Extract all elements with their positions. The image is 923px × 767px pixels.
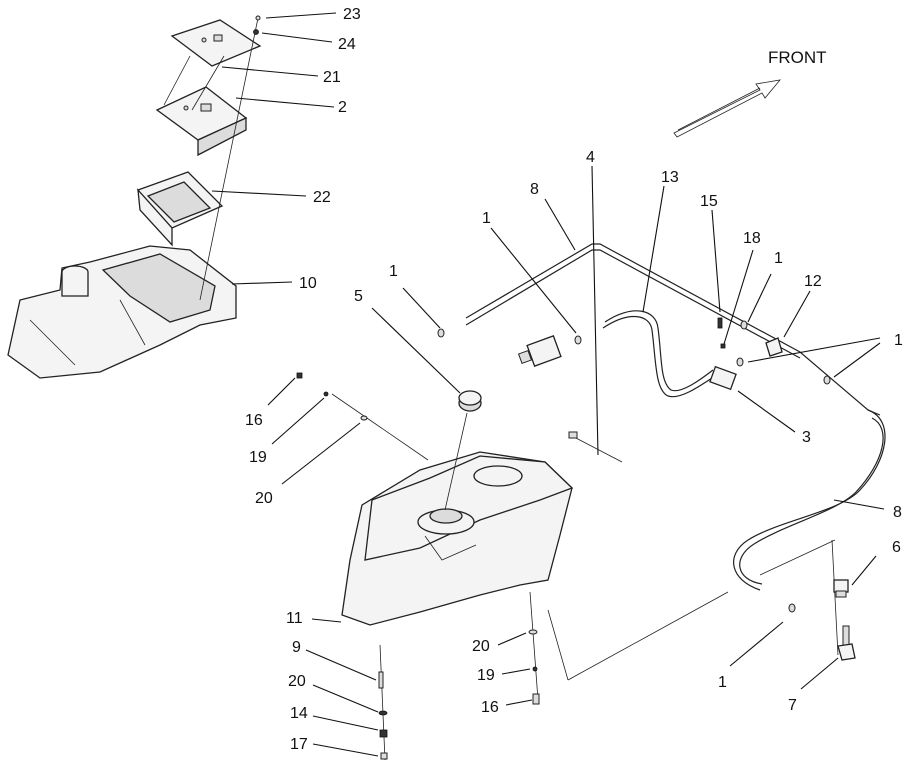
callout-8-lower: 8 [893, 504, 902, 521]
hose-13 [602, 310, 716, 398]
upper-hardware-leaders [163, 15, 261, 301]
callout-4: 4 [586, 149, 595, 166]
fitting-6-7 [788, 579, 856, 661]
leader-lines [211, 12, 885, 757]
clamps-upper-right [437, 317, 831, 391]
callout-7: 7 [788, 697, 797, 714]
callout-1-right: 1 [894, 332, 903, 349]
callout-1-bottom: 1 [718, 674, 727, 691]
callout-8-upper: 8 [530, 181, 539, 198]
top-plate-21 [170, 19, 262, 67]
reference-lines [331, 393, 839, 761]
bottom-left-hardware [378, 671, 388, 760]
callout-10: 10 [299, 275, 317, 292]
front-label: FRONT [768, 48, 827, 67]
callout-14: 14 [290, 705, 308, 722]
callout-16-bottom-middle: 16 [481, 699, 499, 716]
mounting-plate-2 [155, 86, 248, 157]
callout-22: 22 [313, 189, 331, 206]
callout-17: 17 [290, 736, 308, 753]
callout-5: 5 [354, 288, 363, 305]
callout-15: 15 [700, 193, 718, 210]
fuel-cap-5 [444, 390, 482, 511]
callout-19-bottom-middle: 19 [477, 667, 495, 684]
bottom-middle-hardware [528, 629, 540, 705]
callout-16-left: 16 [245, 412, 263, 429]
shroud-10 [7, 245, 237, 379]
callout-2: 2 [338, 99, 347, 116]
callout-20-bottom-middle: 20 [472, 638, 490, 655]
front-arrow [673, 79, 781, 138]
callout-13: 13 [661, 169, 679, 186]
callout-11: 11 [286, 610, 303, 627]
callout-20-left: 20 [255, 490, 273, 507]
callout-19-left: 19 [249, 449, 267, 466]
callout-20-bottom-left: 20 [288, 673, 306, 690]
callout-3: 3 [802, 429, 811, 446]
callout-12: 12 [804, 273, 822, 290]
fuel-filter [517, 335, 562, 367]
left-hardware [296, 372, 368, 421]
callout-23: 23 [343, 6, 361, 23]
fuel-tank-11 [341, 451, 574, 626]
callout-9: 9 [292, 639, 301, 656]
callout-24: 24 [338, 36, 356, 53]
callout-1-filter: 1 [482, 210, 491, 227]
callout-6: 6 [892, 539, 901, 556]
callout-1-left: 1 [389, 263, 398, 280]
callout-1-upper-right: 1 [774, 250, 783, 267]
fuel-line-8 [465, 243, 886, 591]
cable-tie-4 [568, 431, 623, 463]
bracket-22 [136, 171, 224, 247]
callout-21: 21 [323, 69, 341, 86]
callout-18: 18 [743, 230, 761, 247]
